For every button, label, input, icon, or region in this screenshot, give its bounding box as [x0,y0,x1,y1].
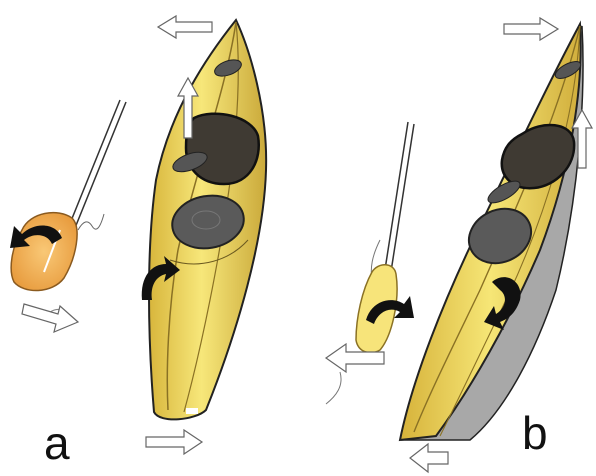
panel-b [326,18,592,472]
paddle-blade-a [11,213,77,291]
straight-arrow-icon [504,18,558,40]
panel-a [10,16,266,454]
paddle-b [326,122,414,404]
panel-label-b: b [522,410,548,456]
kayak-a [142,20,266,419]
straight-arrow-icon [158,16,212,38]
cockpit-a [186,114,259,184]
straight-arrow-icon [146,430,202,454]
kayak-b [400,24,592,440]
straight-arrow-icon [22,304,78,332]
panel-label-a: a [44,420,70,466]
paddle-a [10,100,126,332]
straight-arrow-icon [410,444,448,472]
